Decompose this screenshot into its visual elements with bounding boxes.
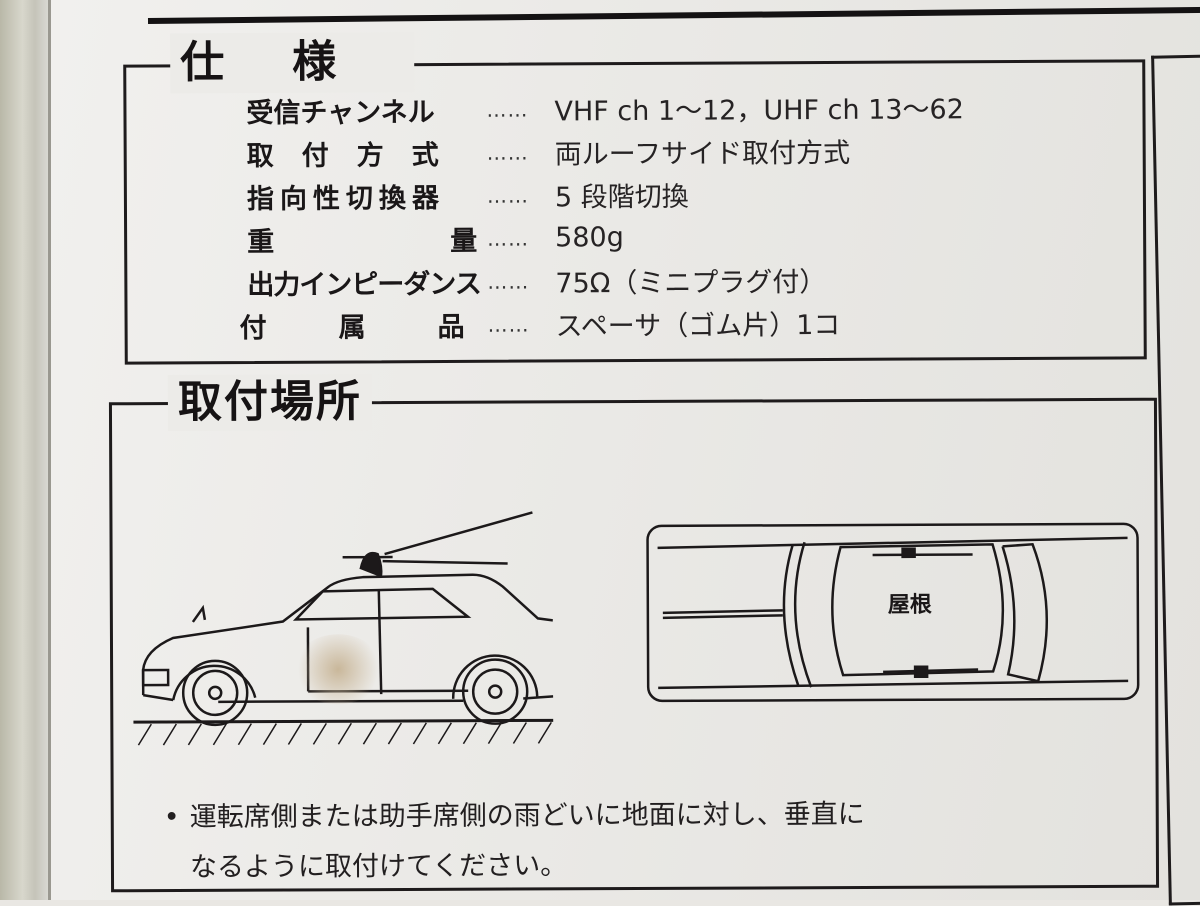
spec-label: 付属品 — [239, 305, 487, 345]
roof-label: 屋根 — [888, 587, 932, 619]
note-line-2: なるように取付けてください。 — [164, 840, 865, 893]
spec-row-accessories: 付属品 …… スペーサ（ゴム片）1コ — [239, 300, 965, 347]
photo-background-edge — [0, 0, 50, 900]
mounting-location-box: 取付場所 — [109, 398, 1159, 893]
spec-value: 5 段階切換 — [555, 175, 689, 215]
spec-value: 75Ω（ミニプラグ付） — [555, 260, 826, 300]
leader-dots: …… — [488, 312, 556, 336]
bullet-mark: • — [164, 793, 190, 843]
spec-label: 重量 — [247, 219, 487, 259]
specifications-title: 仕様 — [170, 32, 414, 93]
leader-dots: …… — [487, 226, 555, 250]
spec-row-direction-switch: 指向性切換器 …… 5 段階切換 — [247, 171, 965, 218]
spec-list: 受信チャンネル …… VHF ch 1〜12，UHF ch 13〜62 取付方式… — [246, 85, 965, 347]
mounting-instruction-note: •運転席側または助手席側の雨どいに地面に対し、垂直に なるように取付けてください… — [164, 790, 865, 893]
paper-stain — [293, 634, 383, 704]
leader-dots: …… — [487, 269, 555, 293]
car-side-view-illustration — [132, 508, 553, 750]
leader-dots: …… — [487, 183, 555, 207]
spec-row-impedance: 出力インピーダンス …… 75Ω（ミニプラグ付） — [247, 257, 965, 304]
spec-label: 取付方式 — [247, 133, 487, 173]
spec-label: 指向性切換器 — [247, 176, 487, 216]
specifications-box: 仕様 受信チャンネル …… VHF ch 1〜12，UHF ch 13〜62 取… — [123, 59, 1147, 364]
spec-value: 両ルーフサイド取付方式 — [555, 131, 851, 172]
spec-row-channels: 受信チャンネル …… VHF ch 1〜12，UHF ch 13〜62 — [246, 85, 964, 132]
leader-dots: …… — [486, 97, 554, 121]
spec-label: 受信チャンネル — [246, 90, 486, 130]
spec-value: スペーサ（ゴム片）1コ — [555, 303, 840, 343]
spec-label: 出力インピーダンス — [247, 262, 487, 302]
spec-value: 580g — [555, 222, 624, 253]
spec-row-weight: 重量 …… 580g — [247, 214, 965, 261]
leader-dots: …… — [487, 140, 555, 164]
spec-row-mount-method: 取付方式 …… 両ルーフサイド取付方式 — [247, 128, 965, 175]
mounting-location-title: 取付場所 — [168, 374, 372, 431]
spec-value: VHF ch 1〜12，UHF ch 13〜62 — [554, 87, 964, 128]
note-line-1: 運転席側または助手席側の雨どいに地面に対し、垂直に — [190, 799, 865, 833]
